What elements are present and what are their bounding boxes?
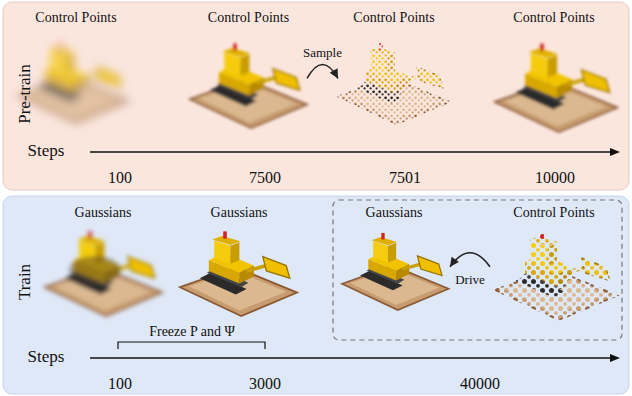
edge-label: Drive: [453, 273, 487, 287]
train-panel-fill: [3, 196, 629, 394]
tile-label: Gaussians: [178, 203, 300, 221]
image-tile: Gaussians: [178, 203, 300, 319]
image-tile: Control Points: [490, 8, 618, 136]
step-axis: [90, 357, 612, 359]
image-tile: Gaussians: [338, 203, 450, 319]
stage-title: Pre-train: [15, 64, 35, 123]
pretrain-panel-fill: [3, 2, 629, 190]
step-number: 100: [108, 375, 132, 393]
image-tile: Control Points: [15, 8, 137, 136]
step-number: 7500: [249, 169, 281, 187]
tile-label: Gaussians: [42, 203, 164, 221]
step-number: 40000: [460, 375, 500, 393]
tile-label: Control Points: [490, 8, 618, 26]
tile-label: Control Points: [15, 8, 137, 26]
stage-panel: Pre-train Control Points Control Points Con…: [3, 2, 629, 190]
step-number: 100: [108, 169, 132, 187]
axis-title: Steps: [28, 141, 65, 161]
control-points-render: [495, 44, 617, 132]
axis-title: Steps: [28, 347, 65, 367]
freeze-bracket: [118, 342, 265, 349]
step-number: 10000: [535, 169, 575, 187]
freeze-note: Freeze P and Ψ: [149, 324, 235, 340]
gaussians-render: [180, 231, 297, 316]
tile-label: Control Points: [190, 8, 307, 26]
image-tile: Control Points: [190, 8, 307, 136]
axis-arrowhead: [610, 148, 620, 156]
step-axis: [90, 151, 612, 153]
stage-panel: Train Gaussians Gaussians Gaussians Control …: [3, 196, 629, 394]
gaussians-render: [342, 233, 449, 310]
dashed-group: [333, 200, 622, 340]
stage-title: Train: [15, 264, 35, 300]
curved-arrow: [450, 253, 490, 267]
image-tile: Gaussians: [42, 203, 164, 319]
gaussians-render: [45, 231, 162, 316]
axis-arrowhead: [610, 354, 620, 362]
tile-label: Control Points: [490, 203, 618, 221]
step-number: 7501: [389, 169, 421, 187]
edge-label: Sample: [301, 46, 344, 60]
curved-arrow: [307, 64, 338, 78]
step-number: 3000: [249, 375, 281, 393]
sampled-points: [338, 43, 450, 124]
control-points-render: [190, 43, 307, 128]
blurry-control-points: [18, 43, 129, 123]
image-tile: Control Points: [338, 8, 450, 136]
tile-label: Gaussians: [338, 203, 450, 221]
control-points-cloud: [495, 232, 617, 320]
tile-label: Control Points: [338, 8, 450, 26]
image-tile: Control Points: [490, 203, 618, 319]
